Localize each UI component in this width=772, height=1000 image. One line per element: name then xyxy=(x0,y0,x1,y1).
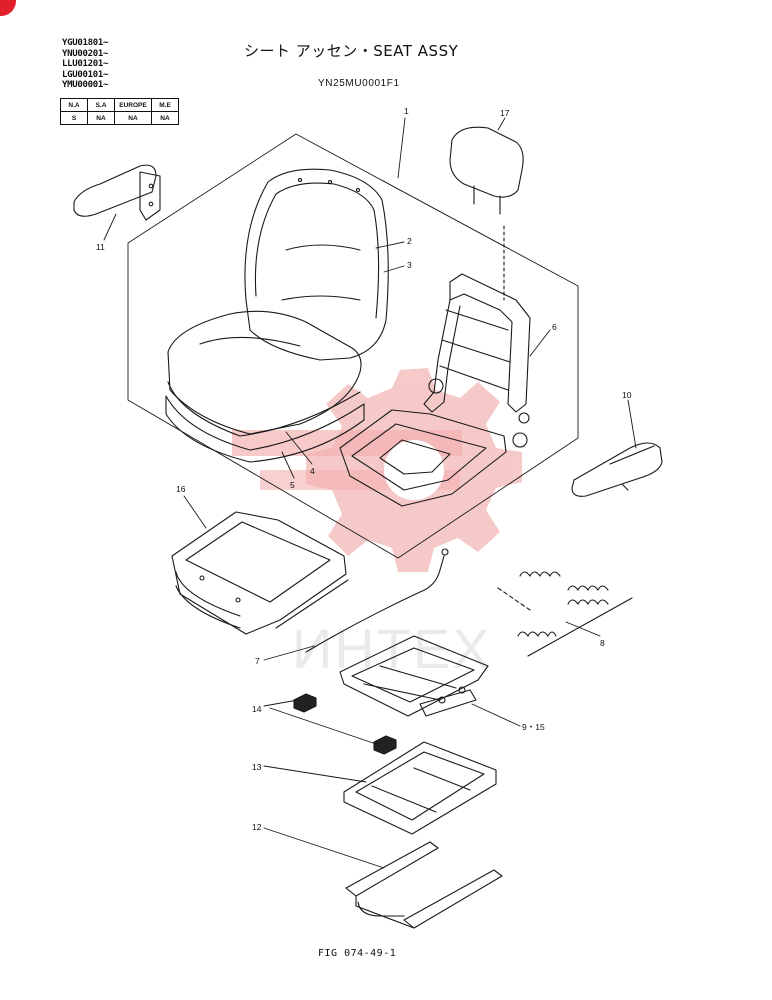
region-value: NA xyxy=(151,111,179,125)
springs xyxy=(497,571,633,657)
seat-assembly-frame xyxy=(127,133,579,559)
armrest-left xyxy=(73,164,161,221)
suspension-mechanism xyxy=(339,635,489,717)
seat-cushion xyxy=(165,310,365,463)
base-plate xyxy=(343,741,497,835)
callout-3: 3 xyxy=(407,260,412,270)
serial-number: YMU00001~ xyxy=(62,80,109,90)
serial-number: LLU01201~ xyxy=(62,59,109,69)
watermark-text: ИНТЕХ xyxy=(292,617,492,680)
callout-labels: 1 2 3 4 5 6 7 8 9・15 10 11 12 13 14 16 1… xyxy=(96,106,632,832)
callout-12: 12 xyxy=(252,822,262,832)
headrest xyxy=(449,126,524,301)
callout-5: 5 xyxy=(290,480,295,490)
regions-value-row: S NA NA NA xyxy=(60,111,179,125)
region-value: NA xyxy=(114,111,152,125)
callout-7: 7 xyxy=(255,656,260,666)
callout-2: 2 xyxy=(407,236,412,246)
callout-13: 13 xyxy=(252,762,262,772)
watermark-hub-icon xyxy=(384,440,444,500)
serial-number: YNU00201~ xyxy=(62,48,109,59)
watermark-logo: ИНТЕХ xyxy=(232,368,522,680)
release-cable xyxy=(305,548,449,653)
serial-number-list: YGU01801~ YNU00201~ LLU01201~ LGU00101~ … xyxy=(62,38,108,91)
seat-back-cushion xyxy=(244,168,389,361)
callout-1: 1 xyxy=(404,106,409,116)
suspension-cover xyxy=(171,511,349,635)
figure-label: FIG 074-49-1 xyxy=(318,948,397,959)
callout-16: 16 xyxy=(176,484,186,494)
drawing-code: YN25MU0001F1 xyxy=(318,78,400,89)
regions-header-row: N.A S.A EUROPE M.E xyxy=(60,98,179,112)
callout-10: 10 xyxy=(622,390,632,400)
page-title: シート アッセン・SEAT ASSY xyxy=(244,42,459,60)
seat-frame xyxy=(339,273,531,507)
callout-4: 4 xyxy=(310,466,315,476)
callout-8: 8 xyxy=(600,638,605,648)
callout-9-15: 9・15 xyxy=(522,722,545,732)
armrest-right xyxy=(571,442,663,497)
callout-17: 17 xyxy=(500,108,510,118)
serial-number: LGU00101~ xyxy=(62,69,109,80)
region-value: S xyxy=(60,111,88,125)
callout-11: 11 xyxy=(96,242,105,252)
callout-14: 14 xyxy=(252,704,262,714)
callout-6: 6 xyxy=(552,322,557,332)
serial-number: YGU01801~ xyxy=(62,38,109,48)
bumper-pads xyxy=(293,693,397,755)
regions-table: N.A S.A EUROPE M.E S NA NA NA xyxy=(60,98,179,125)
slide-rails xyxy=(345,841,503,929)
leader-lines xyxy=(103,117,637,869)
